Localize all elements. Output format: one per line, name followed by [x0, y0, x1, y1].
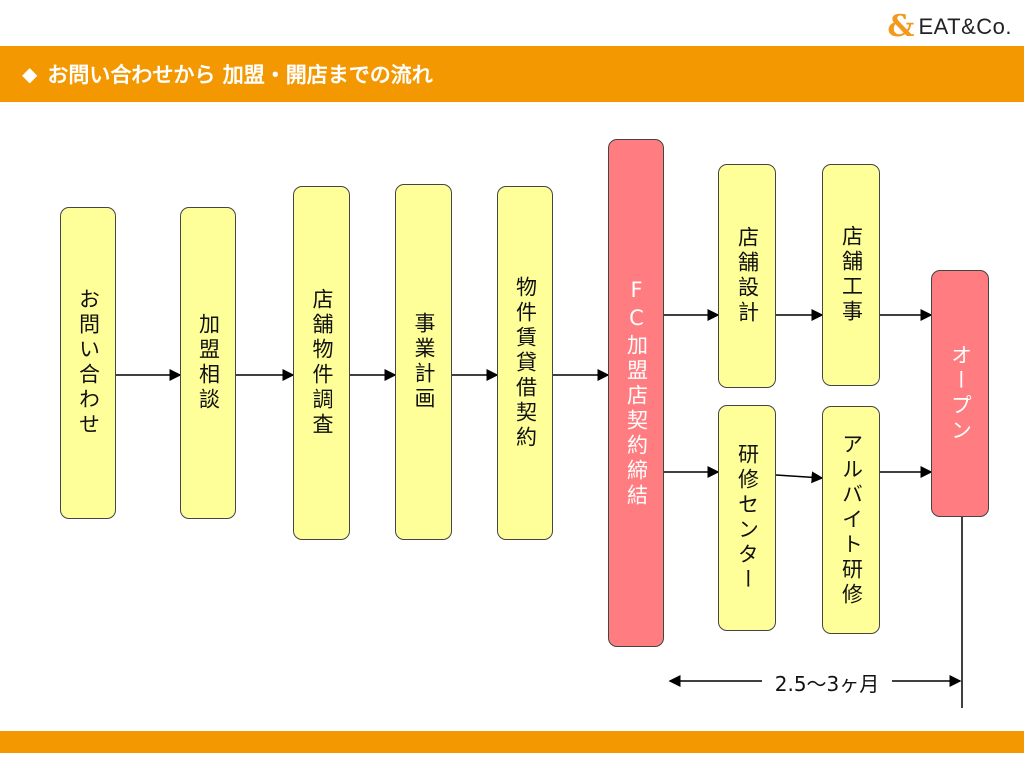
step-consultation: 加盟相談 [180, 207, 236, 519]
step-label: アルバイト研修 [839, 432, 864, 608]
arrow-9-10 [775, 471, 824, 484]
step-business-plan: 事業計画 [395, 184, 452, 540]
page-title: お問い合わせから 加盟・開店までの流れ [47, 63, 433, 87]
step-store-construction: 店舗工事 [822, 164, 880, 386]
duration-label: 2.5〜3ヶ月 [762, 668, 892, 697]
step-label: 加盟相談 [196, 313, 221, 413]
step-label: オープン [948, 343, 973, 444]
step-label: FC加盟店契約締結 [624, 277, 649, 509]
step-fc-contract: FC加盟店契約締結 [608, 139, 664, 647]
step-label: 店舗工事 [839, 225, 864, 325]
step-label: 店舗設計 [735, 226, 760, 326]
step-store-design: 店舗設計 [718, 164, 776, 388]
step-inquiry: お問い合わせ [60, 207, 116, 519]
step-parttime-training: アルバイト研修 [822, 406, 880, 634]
step-label: 物件賃貸借契約 [513, 275, 538, 451]
logo-mark-icon: & [887, 9, 915, 44]
brand-logo: & EAT&Co. [887, 10, 1012, 44]
step-training-center: 研修センター [718, 405, 776, 631]
logo-text: EAT&Co. [918, 14, 1012, 39]
step-label: 事業計画 [412, 312, 436, 412]
step-label: お問い合わせ [76, 288, 101, 438]
title-bar: ◆ お問い合わせから 加盟・開店までの流れ [0, 46, 1024, 102]
diamond-icon: ◆ [22, 62, 38, 86]
step-label: 研修センター [735, 443, 760, 593]
footer-bar [0, 731, 1024, 753]
step-open: オープン [931, 270, 989, 517]
step-lease-contract: 物件賃貸借契約 [497, 186, 553, 540]
step-property-survey: 店舗物件調査 [293, 186, 350, 540]
step-label: 店舗物件調査 [310, 288, 334, 438]
